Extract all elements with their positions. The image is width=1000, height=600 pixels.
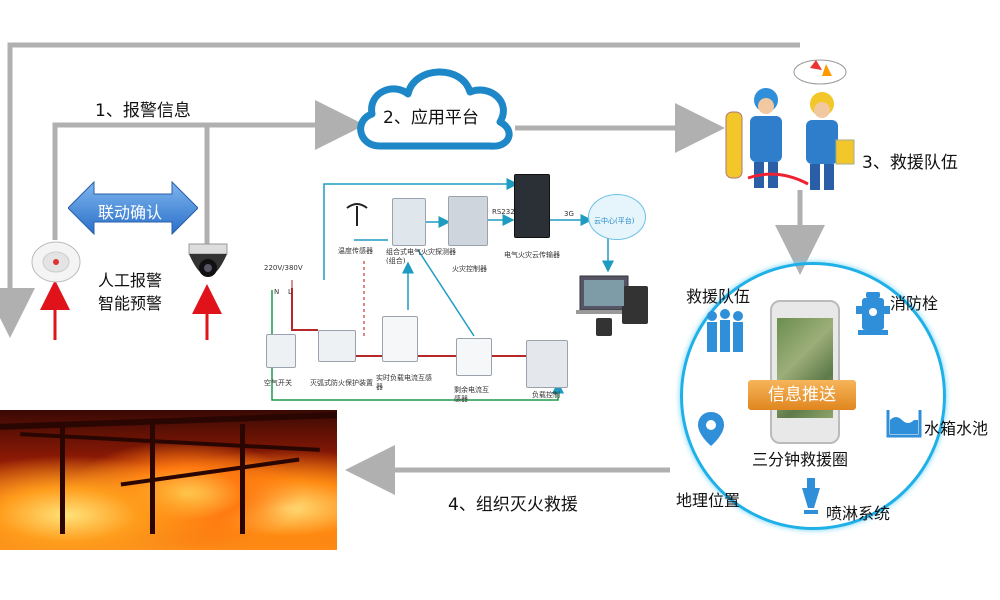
item-fire-hydrant: 消防栓: [890, 294, 939, 313]
temp-sensor-label: 温度传感器: [338, 247, 373, 255]
load-control-box: [526, 340, 568, 388]
rs232-label: RS232: [492, 208, 515, 216]
combo-detector-box: [392, 198, 426, 246]
sprinkler-icon: [802, 478, 820, 514]
linkage-label: 联动确认: [98, 203, 163, 222]
caption-smart-warning: 智能预警: [98, 294, 163, 313]
item-rescue-team: 救援队伍: [686, 287, 751, 306]
load-control-label: 负载控制: [532, 391, 560, 399]
air-switch-box: [266, 334, 296, 368]
step-extinguish-label: 4、组织灭火救援: [448, 495, 578, 515]
temp-sensor-icon: [346, 203, 368, 226]
linkage-double-arrow: [68, 180, 198, 236]
location-pin-icon: [698, 412, 724, 446]
load-current-label: 实时负载电流互感器: [376, 374, 432, 391]
schematic-diagram: 220V/380V N L 空气开关 灭弧式防火保护装置 温度传感器 组合式电气…: [258, 160, 658, 410]
rescue-circle-title: 三分钟救援圈: [752, 450, 849, 469]
load-current-box: [382, 316, 418, 362]
residual-current-label: 剩余电流互感器: [454, 386, 489, 403]
firefighters-icon: [725, 59, 855, 190]
fire-image: [0, 410, 337, 550]
residual-current-box: [456, 338, 492, 376]
air-switch-label: 空气开关: [264, 379, 292, 387]
combo-detector-label: 组合式电气火灾探测器(组合): [386, 248, 456, 265]
arc-protector-label: 灭弧式防火保护装置: [310, 379, 373, 387]
cloud-transmitter-box: [514, 174, 550, 238]
info-push-badge: 信息推送: [748, 380, 856, 410]
g3-label: 3G: [564, 210, 574, 218]
smoke-detector-icon: [31, 241, 81, 283]
dome-camera-icon: [188, 243, 228, 277]
cloud-center-label: 云中心(平台): [594, 217, 635, 225]
phone-icon: [770, 300, 840, 444]
caption-manual-alarm: 人工报警: [98, 271, 163, 290]
item-sprinkler: 喷淋系统: [826, 504, 891, 523]
n-label: N: [274, 288, 280, 296]
cloud-icon: [357, 68, 513, 150]
devices-icon: [576, 275, 648, 336]
rescue-team-icon: [707, 309, 743, 352]
fire-controller-box: [448, 196, 488, 246]
fire-controller-label: 火灾控制器: [452, 265, 487, 273]
cloud-center-bubble: [588, 194, 646, 240]
fire-hydrant-icon: [856, 292, 890, 335]
l-label: L: [288, 288, 292, 296]
step-rescue-team-label: 3、救援队伍: [862, 153, 958, 173]
step-alarm-label: 1、报警信息: [95, 101, 191, 121]
cloud-transmitter-label: 电气火灾云传输器: [504, 251, 560, 259]
item-location: 地理位置: [676, 491, 741, 510]
step-platform-label: 2、应用平台: [383, 108, 479, 128]
voltage-label: 220V/380V: [264, 264, 303, 272]
water-tank-icon: [886, 410, 922, 438]
arc-protector-box: [318, 330, 356, 362]
item-water-tank: 水箱水池: [924, 419, 989, 438]
rescue-circle-ring: [680, 262, 946, 530]
